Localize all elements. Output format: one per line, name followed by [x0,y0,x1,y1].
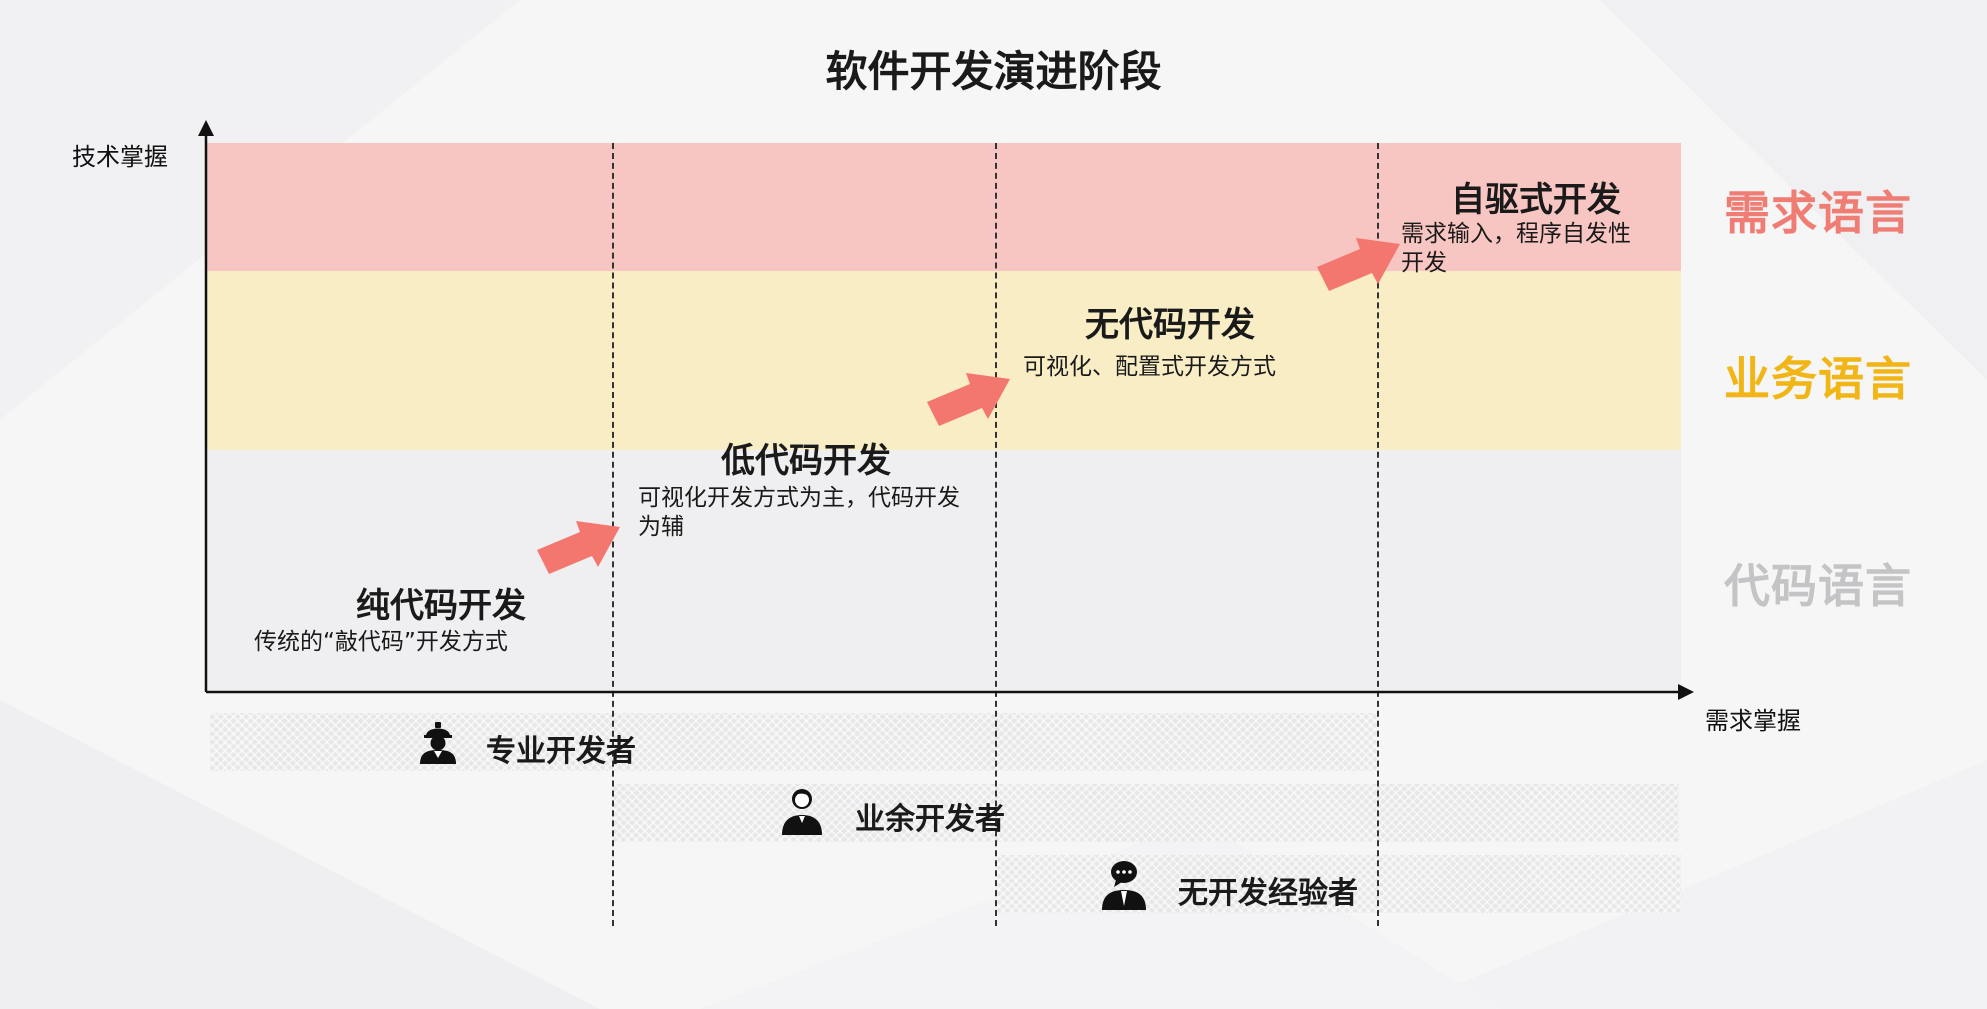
y-axis-label: 技术掌握 [72,143,168,171]
code-language-band [206,450,1681,690]
demand-language-label: 需求语言 [1724,186,1912,240]
role-label-professional: 专业开发者 [486,734,636,769]
role-label-novice: 无开发经验者 [1178,876,1358,911]
progress-arrow [927,373,1010,426]
stage-desc-low-code: 可视化开发方式为主，代码开发 为辅 [638,484,960,542]
role-label-amateur: 业余开发者 [855,802,1005,837]
stage-desc-line: 可视化开发方式为主，代码开发 [638,485,960,511]
stage-title-pure-code: 纯代码开发 [356,586,526,626]
business-language-label: 业务语言 [1724,352,1912,406]
code-language-label: 代码语言 [1724,559,1912,613]
stage-desc-pure-code: 传统的“敲代码”开发方式 [254,629,508,655]
stage-desc-self-driven: 需求输入，程序自发性 开发 [1401,220,1631,278]
stage-divider [995,143,997,926]
x-axis-label: 需求掌握 [1705,707,1801,735]
x-axis-arrowhead [1678,684,1694,700]
progress-arrow [1317,238,1400,291]
role-band-amateur [612,784,1679,842]
y-axis-arrowhead [198,120,214,136]
worker-helmet-icon [420,722,456,764]
stage-desc-no-code: 可视化、配置式开发方式 [1023,354,1276,380]
stage-desc-line: 开发 [1401,250,1447,276]
user-icon [782,789,822,835]
stage-title-no-code: 无代码开发 [1085,305,1255,345]
stage-title-self-driven: 自驱式开发 [1451,180,1621,220]
stage-desc-line: 需求输入，程序自发性 [1401,221,1631,247]
user-speech-bubble-icon [1102,861,1146,910]
role-band-professional [210,713,1377,771]
demand-language-band [206,143,1681,271]
page-title: 软件开发演进阶段 [825,47,1162,96]
progress-arrow [537,521,620,574]
stage-divider [1377,143,1379,926]
stage-title-low-code: 低代码开发 [721,441,891,481]
stage-desc-line: 为辅 [638,514,684,540]
